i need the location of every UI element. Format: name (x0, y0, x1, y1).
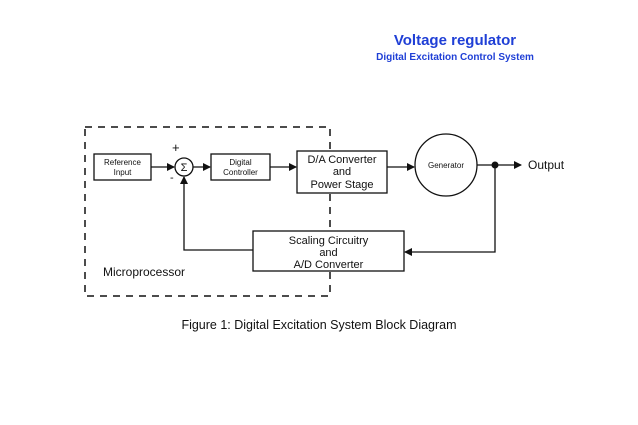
reference-input-label-line1: Reference (104, 158, 141, 167)
scaling-circuitry-label-line3: A/D Converter (294, 259, 364, 271)
output-junction-dot (491, 161, 499, 169)
da-converter-label-line1: D/A Converter (307, 154, 376, 166)
feedback-to-sum-arrow (180, 176, 253, 251)
da-converter-label-line2: and (333, 166, 351, 178)
reference-input-label-line2: Input (114, 168, 133, 177)
scaling-circuitry-label-line2: and (319, 247, 337, 259)
output-label: Output (528, 158, 565, 172)
microprocessor-label: Microprocessor (103, 265, 185, 279)
microprocessor-boundary (84, 126, 331, 297)
page-subtitle: Digital Excitation Control System (376, 52, 534, 63)
digital-controller-label-line1: Digital (229, 158, 251, 167)
generator-label: Generator (428, 161, 464, 170)
signal-lines (151, 161, 522, 256)
figure-caption: Figure 1: Digital Excitation System Bloc… (181, 318, 457, 332)
da-converter-label-line3: Power Stage (311, 179, 374, 191)
output-feedback-line (404, 165, 496, 256)
minus-sign: - (170, 172, 174, 184)
generator-block: Generator (414, 133, 478, 197)
sigma-symbol: Σ (181, 162, 188, 174)
plus-sign: + (172, 140, 180, 155)
digital-controller-label-line2: Controller (223, 168, 258, 177)
page-title: Voltage regulator (393, 32, 517, 49)
reference-input-block: Reference Input (93, 153, 152, 181)
digital-controller-block: Digital Controller (210, 153, 271, 181)
summing-junction: Σ (174, 157, 194, 177)
da-converter-block: D/A Converter and Power Stage (296, 150, 388, 194)
scaling-circuitry-block: Scaling Circuitry and A/D Converter (252, 230, 405, 272)
scaling-circuitry-label-line1: Scaling Circuitry (289, 235, 369, 247)
